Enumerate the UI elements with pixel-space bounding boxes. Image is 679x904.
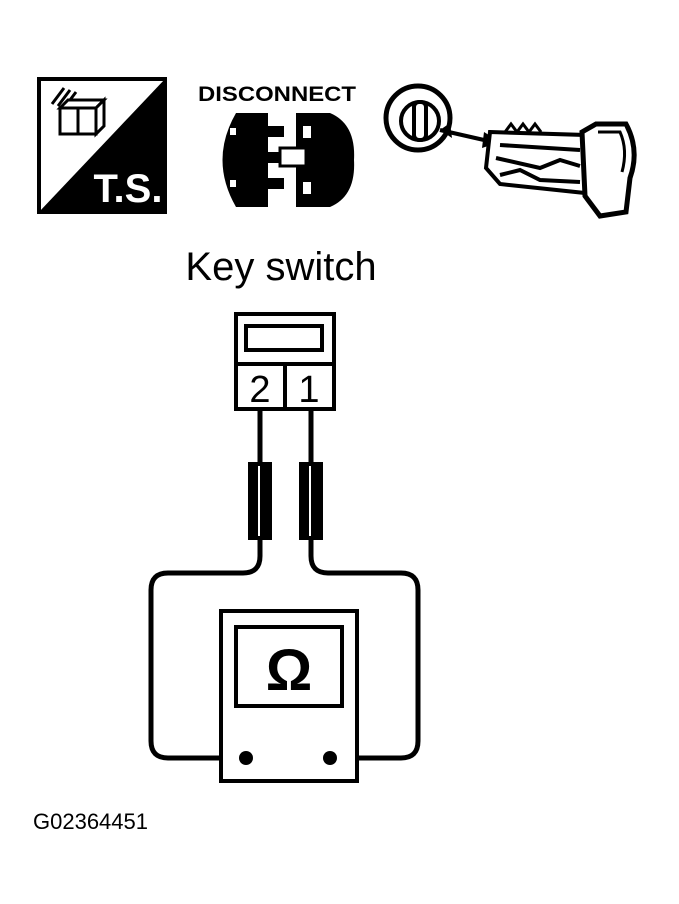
key-switch-connector: 2 1 <box>234 312 336 411</box>
connector-icon <box>50 87 108 138</box>
title-key-switch: Key switch <box>185 245 376 289</box>
ignition-key-icon <box>383 83 637 219</box>
disconnect-label: DISCONNECT <box>198 83 356 106</box>
ohm-symbol: Ω <box>266 638 313 703</box>
ts-label: T.S. <box>94 167 163 211</box>
test-leads <box>148 411 421 761</box>
pin-label-1: 1 <box>298 369 319 411</box>
ts-icon: T.S. <box>37 77 167 214</box>
probe-left <box>248 462 272 540</box>
disconnect-icon: DISCONNECT <box>198 83 356 207</box>
meter-terminal-left <box>239 751 253 765</box>
pin-label-2: 2 <box>249 369 270 411</box>
probe-right <box>299 462 323 540</box>
ohmmeter: Ω <box>219 609 359 783</box>
meter-terminal-right <box>323 751 337 765</box>
figure-id: G02364451 <box>33 809 148 834</box>
